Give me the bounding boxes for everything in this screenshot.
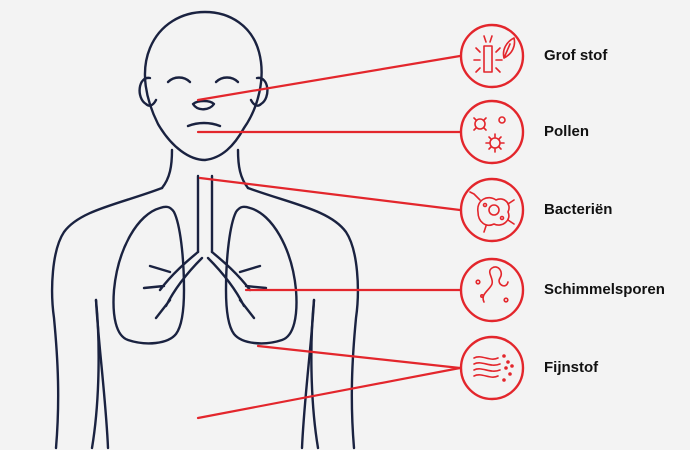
fijnstof-circle [461, 337, 523, 399]
bacterien-circle [461, 179, 523, 241]
label-pollen: Pollen [544, 123, 589, 141]
label-fijnstof: Fijnstof [544, 359, 598, 377]
pollen-circle [461, 101, 523, 163]
label-bacterien: Bacteriën [544, 201, 612, 219]
label-grof-stof: Grof stof [544, 47, 607, 65]
label-schimmelsporen: Schimmelsporen [544, 281, 665, 299]
